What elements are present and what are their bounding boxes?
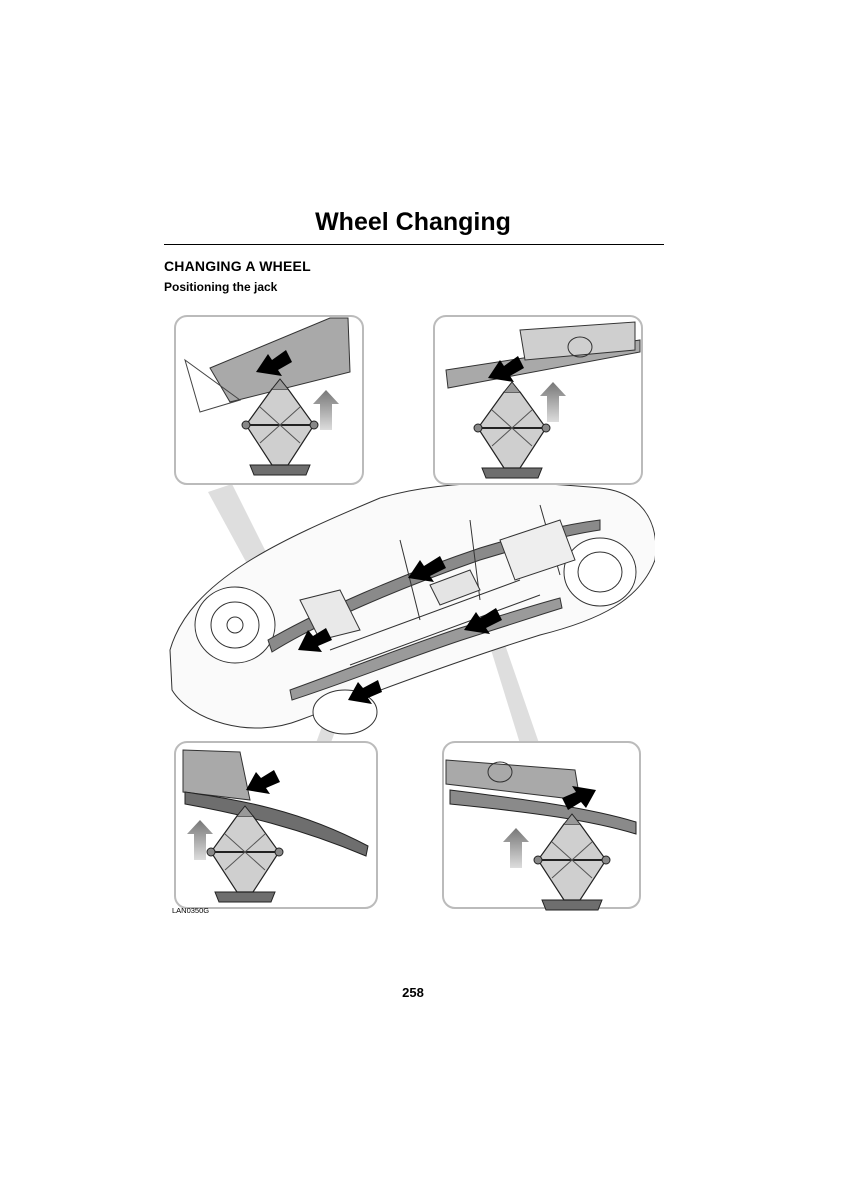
- vehicle-underside: [169, 482, 655, 735]
- section-heading: CHANGING A WHEEL: [164, 258, 311, 274]
- detail-panel-front-left: [433, 315, 643, 485]
- page-number: 258: [402, 985, 424, 1000]
- detail-panel-rear-left: [174, 315, 364, 485]
- page-title: Wheel Changing: [315, 208, 511, 236]
- jacking-points-illustration: [169, 315, 655, 911]
- detail-panel-rear-right: [174, 741, 378, 909]
- title-rule: [164, 244, 664, 245]
- detail-panel-front-right: [442, 741, 641, 911]
- figure-code: LAN0350G: [172, 906, 210, 915]
- main-locator-arrows: [298, 556, 502, 704]
- sub-heading: Positioning the jack: [164, 280, 278, 294]
